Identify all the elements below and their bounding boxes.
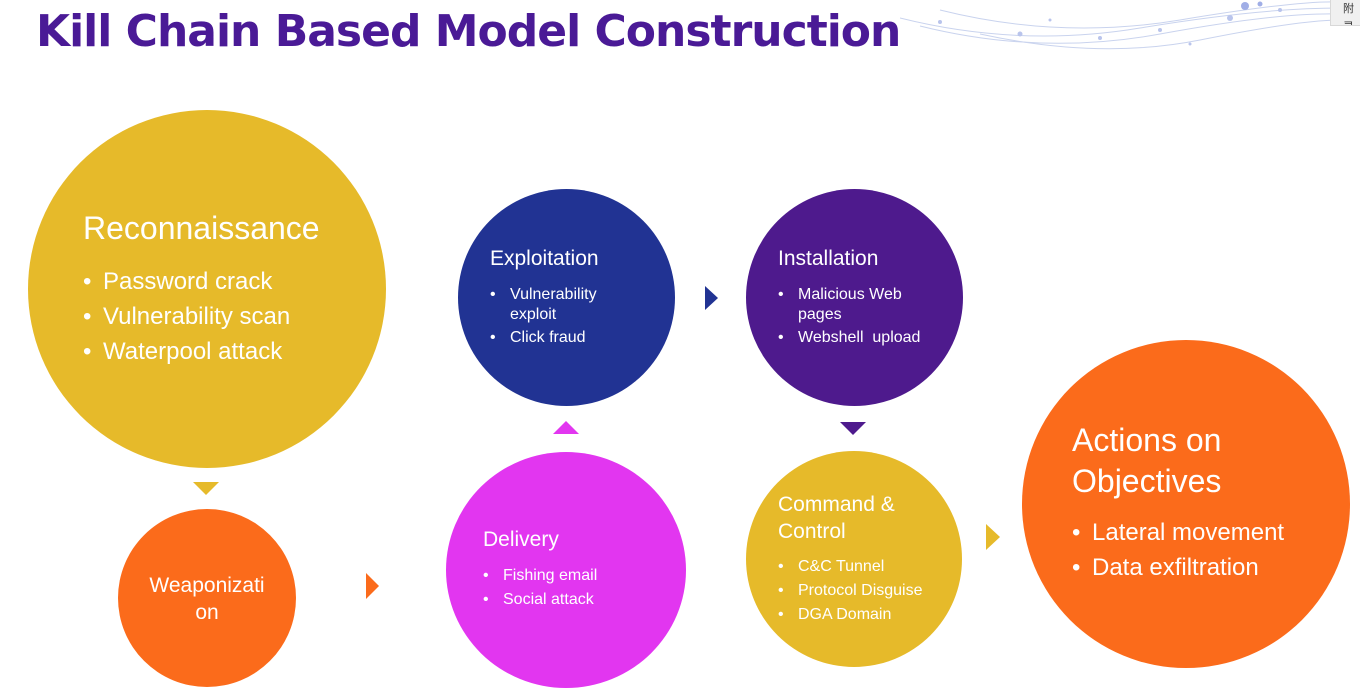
list-item: Vulnerability scan <box>83 299 290 334</box>
installation-title: Installation <box>778 247 879 270</box>
list-item: Waterpool attack <box>83 334 290 369</box>
list-item: Lateral movement <box>1072 515 1284 550</box>
delivery-list: Fishing email Social attack <box>483 564 597 612</box>
weaponization-title: Weaponizati on <box>149 574 265 624</box>
actions-on-objectives-circle: Actions on Objectives Lateral movement D… <box>1022 340 1350 668</box>
list-item: Fishing email <box>483 564 597 588</box>
installation-list: Malicious Web pages Webshell upload <box>778 285 920 348</box>
command-control-circle: Command & Control C&C Tunnel Protocol Di… <box>746 451 962 667</box>
command-control-title: Command & Control <box>778 493 895 543</box>
installation-circle: Installation Malicious Web pages Webshel… <box>746 189 963 406</box>
arrow-down-icon <box>840 422 866 435</box>
list-item: Data exfiltration <box>1072 550 1284 585</box>
reconnaissance-list: Password crack Vulnerability scan Waterp… <box>83 264 290 369</box>
arrow-right-icon <box>986 524 1000 550</box>
exploitation-title: Exploitation <box>490 247 599 270</box>
list-item: Click fraud <box>490 328 597 348</box>
actions-list: Lateral movement Data exfiltration <box>1072 515 1284 585</box>
decorative-wave-graphic <box>900 1 1340 50</box>
delivery-title: Delivery <box>483 528 559 551</box>
list-item: DGA Domain <box>778 603 923 627</box>
command-control-list: C&C Tunnel Protocol Disguise DGA Domain <box>778 555 923 627</box>
list-item: Password crack <box>83 264 290 299</box>
arrow-right-icon <box>705 286 718 310</box>
page-title: Kill Chain Based Model Construction <box>36 6 901 57</box>
arrow-right-icon <box>366 573 379 599</box>
list-item: C&C Tunnel <box>778 555 923 579</box>
arrow-down-icon <box>193 482 219 495</box>
exploitation-circle: Exploitation Vulnerability exploit Click… <box>458 189 675 406</box>
arrow-up-icon <box>553 421 579 434</box>
list-item: Malicious Web pages <box>778 285 920 325</box>
list-item: Protocol Disguise <box>778 579 923 603</box>
exploitation-list: Vulnerability exploit Click fraud <box>490 285 597 348</box>
delivery-circle: Delivery Fishing email Social attack <box>446 452 686 688</box>
corner-tab[interactable]: 附录 <box>1330 0 1360 26</box>
actions-title: Actions on Objectives <box>1072 422 1222 499</box>
reconnaissance-circle: Reconnaissance Password crack Vulnerabil… <box>28 110 386 468</box>
list-item: Webshell upload <box>778 328 920 348</box>
weaponization-circle: Weaponizati on <box>118 509 296 687</box>
reconnaissance-title: Reconnaissance <box>83 210 320 246</box>
list-item: Vulnerability exploit <box>490 285 597 325</box>
list-item: Social attack <box>483 588 597 612</box>
